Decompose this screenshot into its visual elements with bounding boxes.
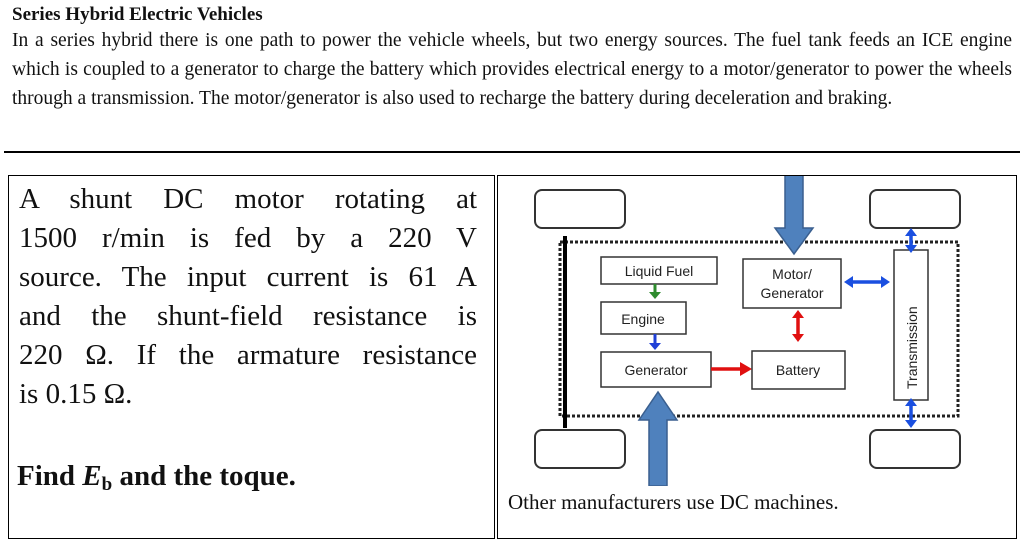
transmission-box (893, 249, 929, 401)
generator-label: Generator (624, 362, 687, 378)
section-title: Series Hybrid Electric Vehicles (12, 4, 263, 25)
find-subscript: b (101, 474, 113, 495)
series-hybrid-diagram: Liquid Fuel Engine Generator Battery Mot… (534, 176, 961, 486)
diagram-box: Liquid Fuel Engine Generator Battery Mot… (497, 175, 1017, 539)
motor-transmission-arrowhead-left (844, 276, 853, 288)
chassis-outline (558, 240, 960, 418)
liquid-fuel-box (600, 256, 718, 285)
battery-motor-arrowhead-up (792, 310, 804, 318)
wheel-rear-right (869, 429, 961, 469)
transmission-label: Transmission (904, 306, 920, 389)
wheel-front-left (534, 189, 626, 229)
header: Series Hybrid Electric Vehicles In a ser… (12, 4, 1012, 113)
problem-line: 1500 r/min is fed by a 220 V (19, 222, 477, 254)
generator-to-battery-arrowhead (740, 362, 752, 376)
problem-line: and the shunt-field resistance is (19, 300, 477, 332)
find-question: Find Eb and the toque. (17, 460, 296, 496)
problem-line: 220 Ω. If the armature resistance (19, 339, 477, 371)
problem-statement: A shunt DC motor rotating at 1500 r/min … (19, 180, 477, 414)
problem-box: A shunt DC motor rotating at 1500 r/min … (8, 175, 495, 539)
section-intro-paragraph: In a series hybrid there is one path to … (12, 30, 1012, 109)
problem-line: is 0.15 Ω. (19, 378, 133, 410)
problem-line: source. The input current is 61 A (19, 261, 477, 293)
battery-box (751, 350, 846, 390)
engine-box (600, 301, 687, 335)
transmission-front-arrowhead-up (905, 228, 917, 236)
wheel-front-right (869, 189, 961, 229)
motor-label-line1: Motor/ (772, 266, 812, 282)
battery-motor-arrowhead-down (792, 334, 804, 342)
liquid-fuel-label: Liquid Fuel (625, 263, 694, 279)
motor-generator-box (742, 258, 842, 309)
divider (4, 151, 1020, 153)
find-suffix: and the toque. (112, 460, 296, 492)
motor-label-line2: Generator (760, 285, 823, 301)
big-arrow-up (637, 390, 679, 486)
big-arrow-down (773, 176, 815, 256)
motor-transmission-arrowhead-right (881, 276, 890, 288)
battery-label: Battery (776, 362, 820, 378)
engine-label: Engine (621, 311, 665, 327)
fuel-to-engine-arrowhead (649, 292, 661, 299)
problem-line: A shunt DC motor rotating at (19, 183, 477, 215)
transmission-rear-arrowhead-down (905, 420, 917, 428)
engine-to-generator-arrowhead (649, 343, 661, 350)
generator-box (600, 351, 712, 388)
transmission-front-arrowhead-down (905, 245, 917, 253)
diagram-caption: Other manufacturers use DC machines. (508, 490, 839, 514)
transmission-rear-arrowhead-up (905, 398, 917, 406)
find-variable: E (82, 460, 102, 492)
wheel-rear-left (534, 429, 626, 469)
find-prefix: Find (17, 460, 83, 492)
